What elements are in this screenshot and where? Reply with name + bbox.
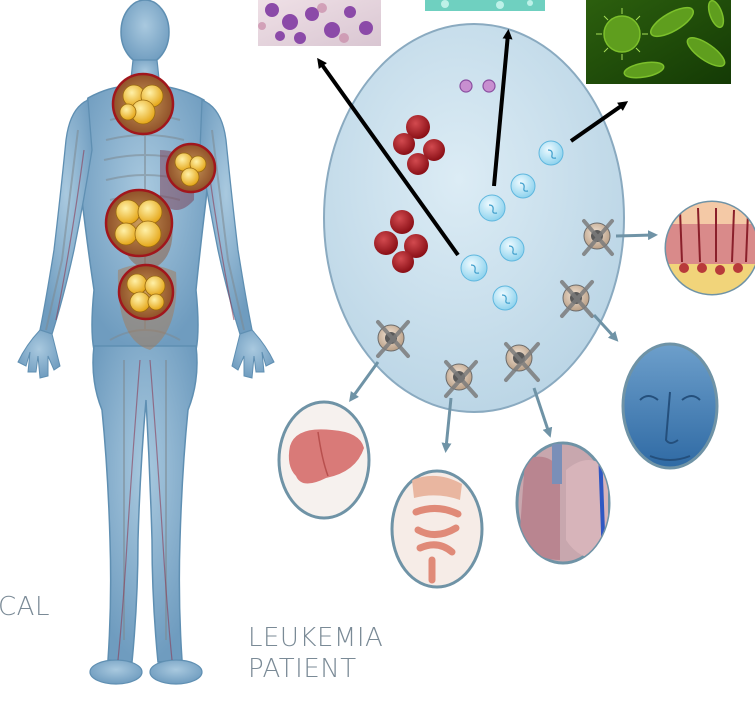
- microscopy-thumbnail: [425, 0, 545, 11]
- blocked-immune-cell: [562, 282, 592, 316]
- lung-organ: [517, 443, 609, 563]
- liver-organ: [279, 402, 369, 518]
- leukemic-blast-cluster: [106, 190, 172, 256]
- blocked-immune-cell: [378, 322, 408, 356]
- bacteria-thumbnail: [586, 0, 731, 84]
- face-sculpture: [623, 344, 717, 468]
- blood-smear-thumbnail: [258, 0, 381, 46]
- skin-cross-section: [666, 202, 755, 294]
- leukemic-blast-cluster: [113, 74, 173, 134]
- caption-line-1: LEUKEMIA: [248, 623, 383, 654]
- caption-leukemia-patient: LEUKEMIA PATIENT: [248, 623, 383, 685]
- caption-line-2: PATIENT: [248, 654, 383, 685]
- caption-partial-left: CAL: [0, 592, 50, 623]
- blocked-immune-cell: [584, 221, 612, 254]
- leukemic-blast-cluster: [119, 265, 173, 319]
- intestine-organ: [392, 471, 482, 587]
- blood-cells-circle: [324, 24, 624, 412]
- human-body-figure: [18, 0, 274, 684]
- leukemic-blast-cluster: [167, 144, 215, 192]
